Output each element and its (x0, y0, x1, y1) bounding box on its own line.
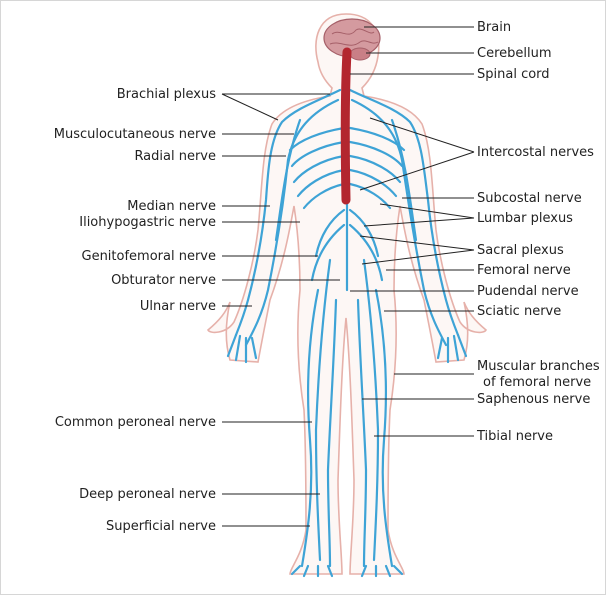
label-tibial-nerve: Tibial nerve (476, 429, 553, 444)
left-labels: Brachial plexus Musculocutaneous nerve R… (54, 87, 216, 534)
label-pudendal-nerve: Pudendal nerve (477, 284, 579, 299)
right-labels: Brain Cerebellum Spinal cord Intercostal… (476, 20, 600, 444)
label-superficial-nerve: Superficial nerve (106, 519, 216, 534)
label-brachial-plexus: Brachial plexus (117, 87, 217, 102)
label-lumbar-plexus: Lumbar plexus (477, 211, 573, 226)
label-intercostal-nerves: Intercostal nerves (477, 145, 594, 160)
cerebellum (350, 48, 370, 60)
label-subcostal-nerve: Subcostal nerve (477, 191, 582, 206)
label-obturator-nerve: Obturator nerve (111, 273, 216, 288)
label-cerebellum: Cerebellum (477, 46, 552, 61)
label-ulnar-nerve: Ulnar nerve (140, 299, 216, 314)
label-median-nerve: Median nerve (127, 199, 216, 214)
label-deep-peroneal-nerve: Deep peroneal nerve (79, 487, 216, 502)
label-genitofemoral-nerve: Genitofemoral nerve (82, 249, 217, 264)
label-brain: Brain (477, 20, 511, 35)
label-iliohypogastric-nerve: Iliohypogastric nerve (79, 215, 216, 230)
label-muscular-branches-line1: Muscular branches (477, 359, 600, 374)
label-radial-nerve: Radial nerve (134, 149, 216, 164)
label-spinal-cord: Spinal cord (477, 67, 550, 82)
label-musculocutaneous-nerve: Musculocutaneous nerve (54, 127, 216, 142)
label-sacral-plexus: Sacral plexus (477, 243, 564, 258)
label-saphenous-nerve: Saphenous nerve (477, 392, 590, 407)
spinal-cord (345, 52, 347, 200)
label-muscular-branches-line2: of femoral nerve (483, 375, 591, 390)
label-femoral-nerve: Femoral nerve (477, 263, 571, 278)
label-common-peroneal-nerve: Common peroneal nerve (55, 415, 216, 430)
label-sciatic-nerve: Sciatic nerve (477, 304, 561, 319)
